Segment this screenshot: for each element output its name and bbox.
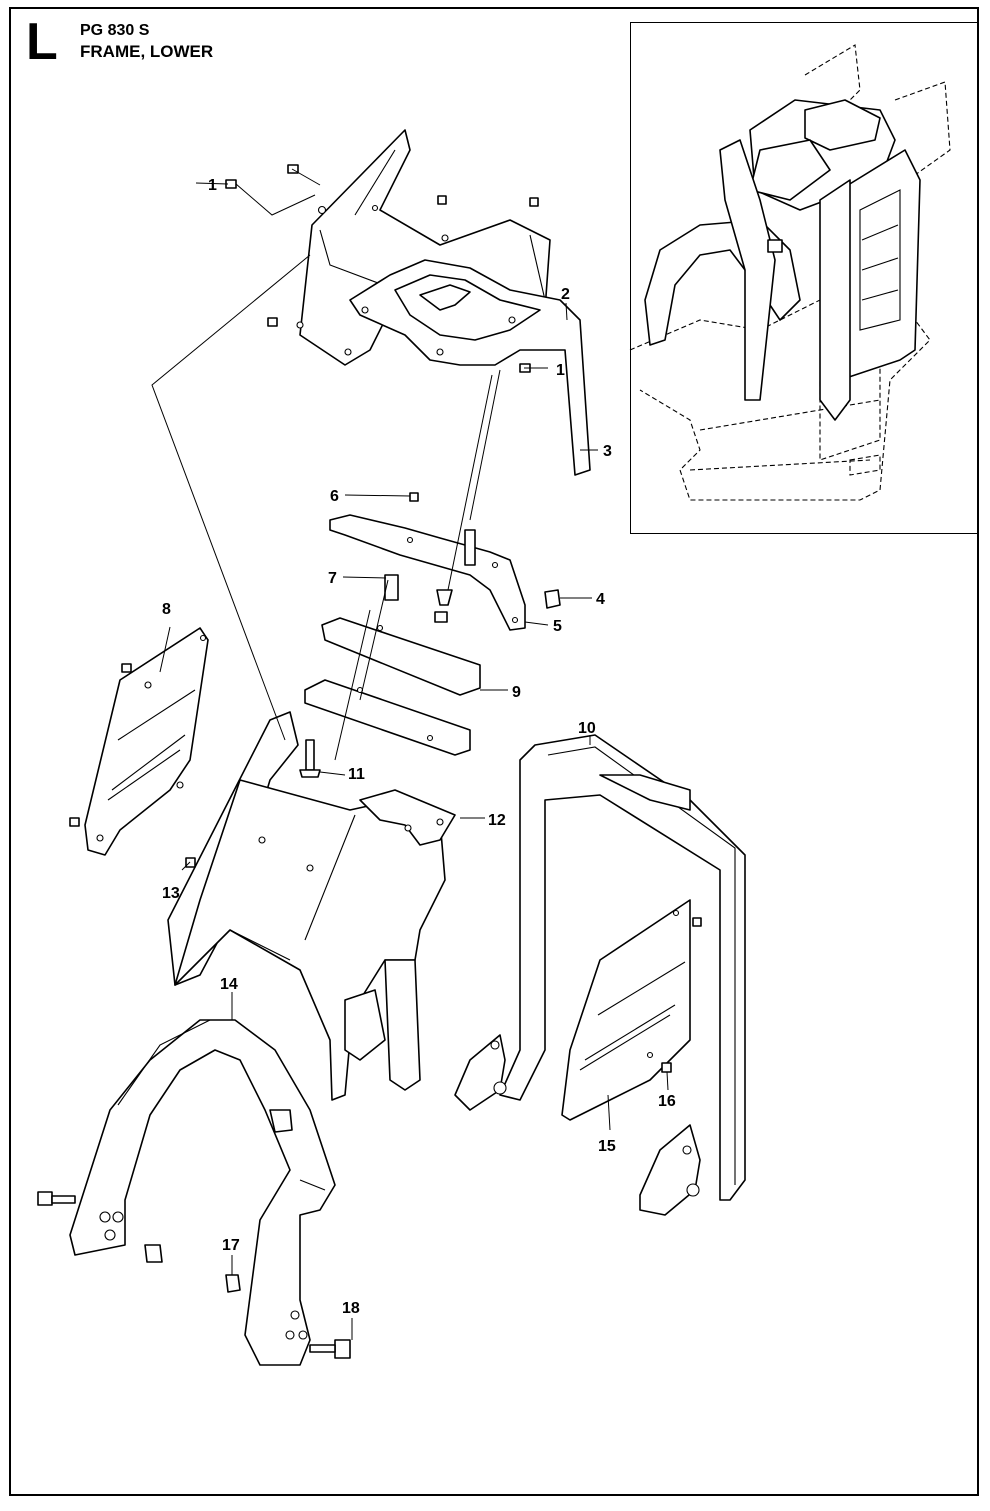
callout-11: 11 xyxy=(348,766,365,783)
callout-15: 15 xyxy=(598,1138,616,1155)
callout-5: 5 xyxy=(553,618,562,635)
part-bolt-11 xyxy=(299,739,321,778)
inset-assembly-view xyxy=(629,44,951,501)
callout-12: 12 xyxy=(488,812,506,829)
part-bracket xyxy=(329,514,526,631)
callout-13: 13 xyxy=(162,885,180,902)
callout-8: 8 xyxy=(162,601,171,618)
callout-3: 3 xyxy=(603,443,612,460)
part-front-loop xyxy=(37,1019,351,1366)
callout-7: 7 xyxy=(328,570,337,587)
callout-10: 10 xyxy=(578,720,596,737)
part-lower-shroud xyxy=(167,711,456,1101)
callout-18: 18 xyxy=(342,1300,360,1317)
callout-2: 2 xyxy=(561,286,570,303)
section-letter: L xyxy=(26,13,58,71)
leader-lines xyxy=(151,168,669,1340)
callout-1-hood: 1 xyxy=(556,362,565,379)
part-right-panel xyxy=(561,899,702,1121)
section-title: FRAME, LOWER xyxy=(80,42,214,61)
part-rear-frame xyxy=(454,734,746,1216)
callout-labels: 1 2 1 3 6 7 4 5 8 9 10 11 12 13 14 15 16… xyxy=(162,177,676,1317)
callout-6: 6 xyxy=(330,488,339,505)
part-seat-hood xyxy=(349,259,591,476)
callout-9: 9 xyxy=(512,684,521,701)
part-left-panel xyxy=(69,627,209,856)
fasteners-6-7-4 xyxy=(384,492,561,623)
callout-16: 16 xyxy=(658,1093,676,1110)
inset-box xyxy=(630,22,978,534)
part-plates xyxy=(304,617,481,756)
callout-4: 4 xyxy=(596,591,605,608)
model-code: PG 830 S xyxy=(80,22,150,39)
callout-17: 17 xyxy=(222,1237,240,1254)
callout-1-upper: 1 xyxy=(208,177,217,194)
page-border xyxy=(9,7,979,1496)
callout-14: 14 xyxy=(220,976,238,993)
